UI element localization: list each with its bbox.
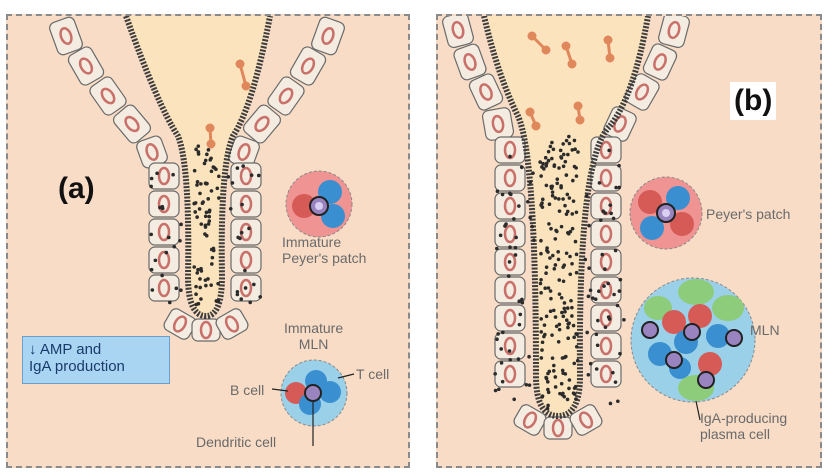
immature-peyers-patch-cluster xyxy=(286,171,352,237)
label-immature-mln-line1: Immature xyxy=(284,320,343,336)
note-line1: ↓ AMP and xyxy=(29,341,163,358)
label-iga-line2: plasma cell xyxy=(700,426,787,442)
label-immature-mln-line2: MLN xyxy=(284,336,343,352)
note-line2: IgA production xyxy=(29,358,163,375)
panel-label-b: (b) xyxy=(730,82,776,120)
immature-mln-cluster xyxy=(272,360,354,446)
panel-a: (a) Immature Peyer's patch Immature MLN … xyxy=(6,14,410,468)
label-mln: MLN xyxy=(750,322,780,338)
label-iga-line1: IgA-producing xyxy=(700,410,787,426)
label-immature-peyers-patch: Immature Peyer's patch xyxy=(282,234,366,266)
label-immature-mln: Immature MLN xyxy=(284,320,343,352)
label-immature-peyers-patch-line2: Peyer's patch xyxy=(282,250,366,266)
panel-b: (b) Peyer's patch MLN IgA-producing plas… xyxy=(436,14,822,468)
panel-label-a: (a) xyxy=(58,172,95,206)
peyers-patch-cluster xyxy=(630,177,702,249)
amp-iga-note: ↓ AMP and IgA production xyxy=(22,336,170,384)
label-immature-peyers-patch-line1: Immature xyxy=(282,234,366,250)
label-dendritic-cell: Dendritic cell xyxy=(196,434,276,450)
label-b-cell: B cell xyxy=(230,382,264,398)
label-peyers-patch: Peyer's patch xyxy=(706,206,790,222)
label-iga-producing-plasma-cell: IgA-producing plasma cell xyxy=(700,410,787,442)
label-t-cell: T cell xyxy=(356,366,389,382)
mln-cluster xyxy=(631,278,755,420)
